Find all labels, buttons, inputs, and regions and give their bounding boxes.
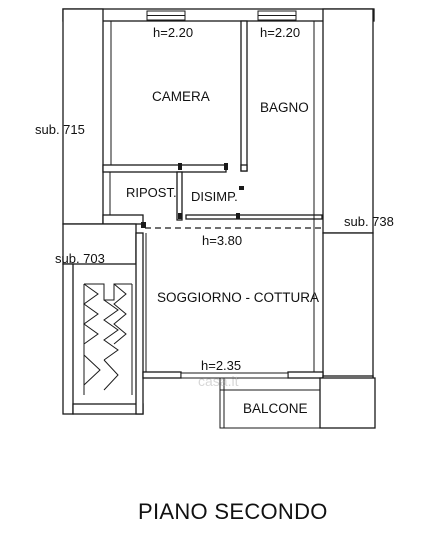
windows — [146, 10, 297, 379]
floor-title: PIANO SECONDO — [138, 499, 328, 524]
bagno-height-label: h=2.20 — [260, 25, 300, 40]
camera-height-label: h=2.20 — [153, 25, 193, 40]
soggiorno-label: SOGGIORNO - COTTURA — [157, 290, 319, 305]
disimp-height-label: h=3.80 — [202, 233, 242, 248]
staircase — [83, 283, 133, 395]
camera-label: CAMERA — [152, 89, 210, 104]
sub-703-label: sub. 703 — [55, 251, 105, 266]
sub-715-label: sub. 715 — [35, 122, 85, 137]
soggiorno-height-label: h=2.35 — [201, 358, 241, 373]
watermark: casa.it — [198, 373, 239, 389]
balcone-label: BALCONE — [243, 401, 308, 416]
disimp-label: DISIMP. — [191, 189, 238, 204]
inner-outlines — [102, 21, 315, 372]
bagno-label: BAGNO — [260, 100, 309, 115]
sub-738-label: sub. 738 — [344, 214, 394, 229]
walls — [62, 8, 376, 429]
ripost-label: RIPOST. — [126, 185, 177, 200]
door-jambs — [141, 163, 244, 228]
